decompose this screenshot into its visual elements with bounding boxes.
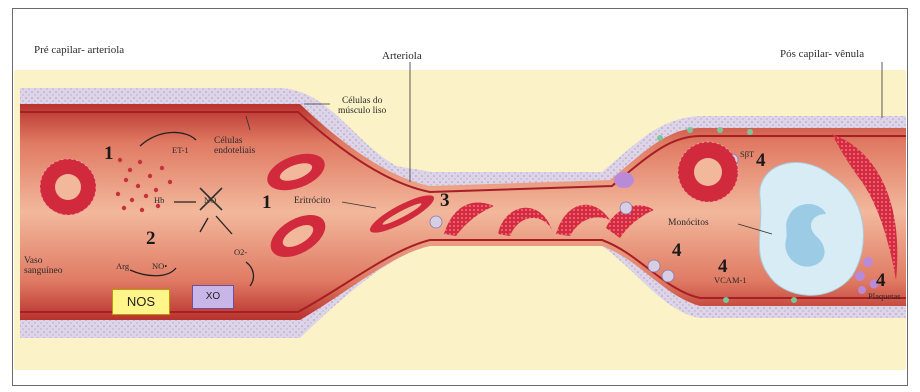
step-number-4d: 4 [876,270,886,292]
label-post-capillary: Pós capilar- vênula [780,48,864,60]
label-et1: ET-1 [172,146,189,155]
nos-enzyme-box: NOS [112,289,170,315]
label-monocytes: Monócitos [668,218,709,228]
label-smooth-muscle-cells: Células do músculo liso [338,96,386,117]
label-pre-capillary: Pré capilar- arteriola [34,44,124,56]
step-number-1b: 1 [262,192,272,214]
label-sgb: SβT [740,150,754,159]
label-erythrocyte: Eritrócito [294,196,330,206]
step-number-2: 2 [146,228,156,250]
step-number-4a: 4 [756,150,766,172]
label-no-minus: NO• [152,262,167,271]
label-platelets: Plaquetas [868,292,901,301]
label-no-crossed: NO [204,196,216,205]
label-blood-vessel: Vaso sanguíneo [24,256,63,277]
label-arg: Arg [116,262,129,271]
step-number-4c: 4 [718,256,728,278]
erythrocyte-donut-right [678,142,738,202]
step-number-3: 3 [440,190,450,212]
xo-enzyme-box: XO [192,285,234,309]
label-o2-minus: O2- [234,248,247,257]
step-number-1a: 1 [104,143,114,165]
label-arteriole: Arteriola [382,50,422,62]
label-hb: Hb [154,196,164,205]
erythrocyte-donut-left [40,159,96,215]
label-endothelial-cells: Células endoteliais [214,136,255,157]
step-number-4b: 4 [672,240,682,262]
